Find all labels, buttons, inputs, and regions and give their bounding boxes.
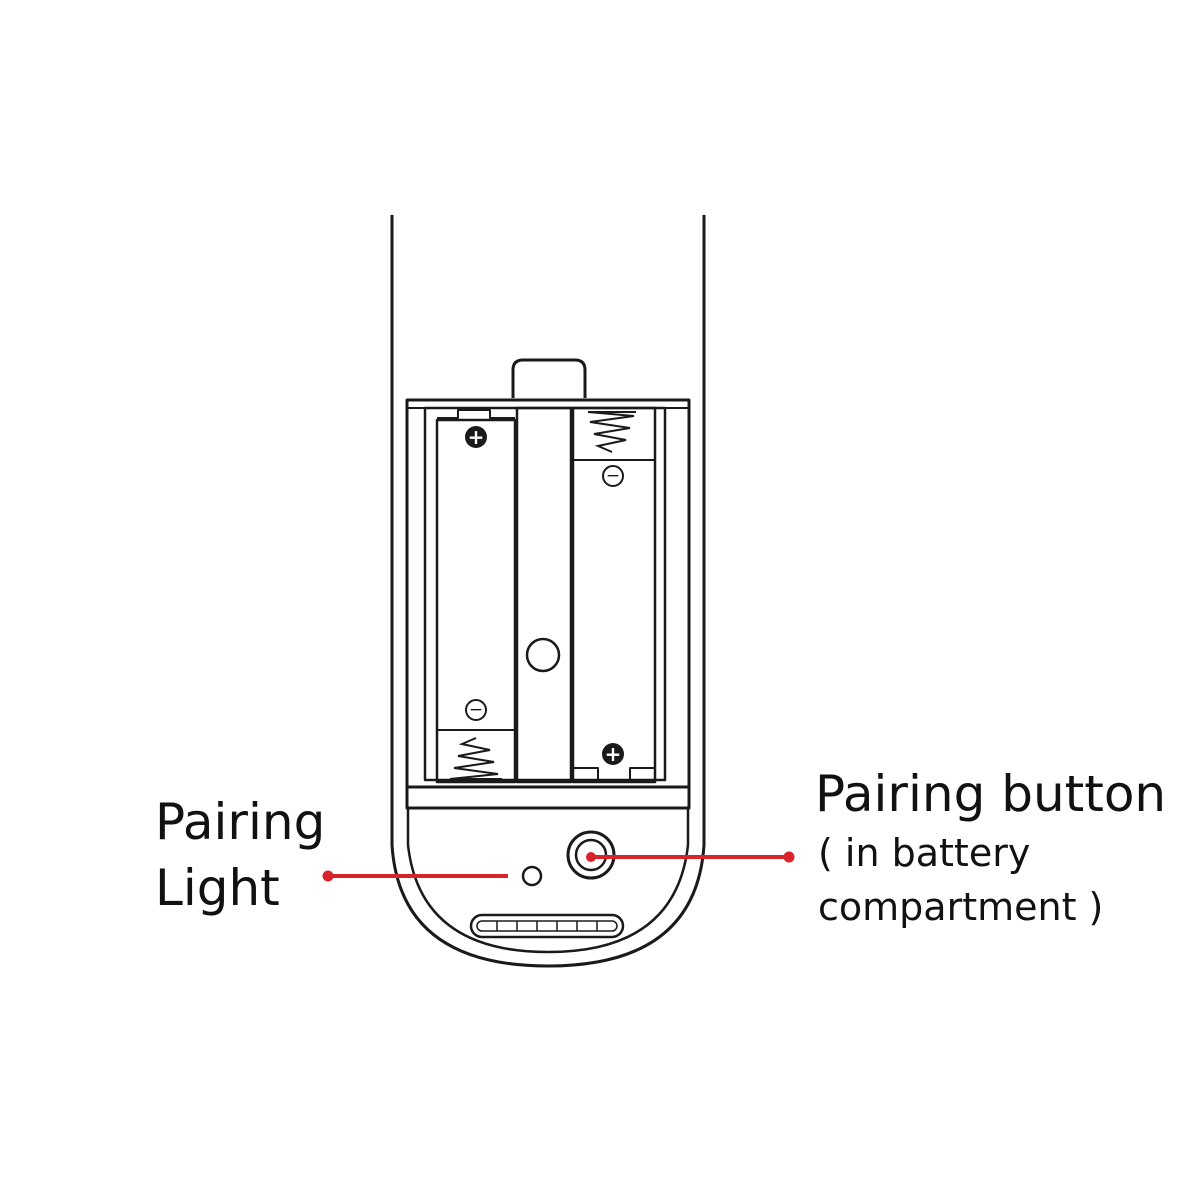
battery-bay-frame — [423, 406, 667, 782]
pairing-light-callout-dot — [322, 870, 334, 882]
right-battery-spring — [587, 411, 636, 453]
left-top-plus-icon: + — [465, 425, 487, 449]
pairing-button-note-line2: compartment ) — [818, 885, 1104, 929]
right-battery-spring-box — [572, 407, 656, 461]
svg-text:−: − — [606, 466, 620, 486]
svg-text:+: + — [605, 742, 622, 766]
remote-body-inner-rim — [406, 808, 690, 954]
pairing-button-label: Pairing button — [815, 765, 1167, 823]
left-bottom-minus-icon: − — [465, 699, 487, 721]
left-battery-spring — [449, 737, 502, 780]
left-battery-top-contact — [437, 409, 515, 419]
left-battery-spring-box — [436, 729, 516, 783]
pairing-button-callout-dot — [783, 851, 795, 863]
battery-cover-latch — [511, 358, 587, 398]
pairing-light-label-line1: Pairing — [155, 793, 326, 851]
right-battery-bottom-contact — [573, 767, 655, 781]
pairing-button-callout-start-dot — [586, 852, 596, 862]
pairing-button-note-line1: ( in battery — [818, 831, 1031, 875]
pairing-light-led — [521, 865, 543, 887]
center-divider — [515, 406, 573, 784]
left-battery-slot — [435, 418, 517, 784]
right-top-minus-icon: − — [602, 465, 624, 487]
svg-text:+: + — [468, 425, 485, 449]
pairing-light-label-line2: Light — [155, 859, 280, 917]
right-bottom-plus-icon: + — [602, 742, 624, 766]
speaker-grille-inner — [476, 920, 618, 932]
remote-body-outline — [390, 215, 706, 968]
svg-text:−: − — [469, 700, 483, 720]
right-battery-slot — [571, 406, 657, 784]
center-screw-hole — [525, 637, 561, 673]
speaker-grille-slots — [496, 921, 598, 931]
speaker-grille-outer — [469, 913, 625, 939]
battery-compartment-outer — [405, 398, 691, 810]
